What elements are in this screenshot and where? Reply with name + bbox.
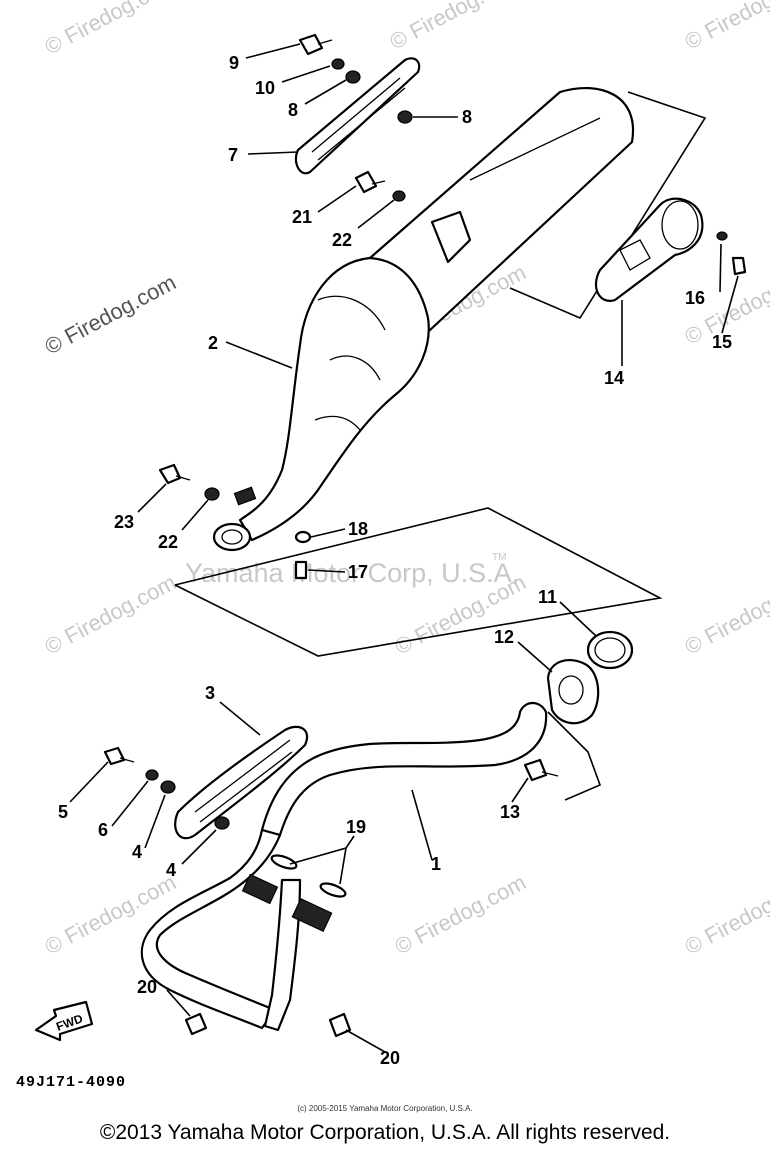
callout-20: 20 <box>137 977 157 997</box>
washer-18 <box>294 530 312 544</box>
bolt-13 <box>523 758 548 782</box>
box-clamp <box>547 711 602 801</box>
copyright-small: (c) 2005-2015 Yamaha Motor Corporation, … <box>297 1104 473 1113</box>
callout-17: 17 <box>348 562 368 582</box>
box-silencer-cap <box>509 91 707 320</box>
watermark: © Firedog.com <box>41 269 180 359</box>
callout-21: 21 <box>292 207 312 227</box>
forward-arrow-icon: FWD <box>34 1000 94 1042</box>
nut-8 <box>345 70 361 84</box>
watermark: © Firedog.com <box>681 869 770 959</box>
callout-14: 14 <box>604 368 624 388</box>
bolt-15 <box>731 256 747 276</box>
bolt-21 <box>354 170 378 194</box>
leader-lines <box>69 43 739 1053</box>
callout-15: 15 <box>712 332 732 352</box>
callout-8: 8 <box>288 100 298 120</box>
callouts: 9 10 8 8 7 21 22 2 16 15 14 23 22 18 17 … <box>58 53 732 1068</box>
callout-23: 23 <box>114 512 134 532</box>
bolt-9 <box>298 33 324 56</box>
joint-12 <box>546 659 600 725</box>
callout-1: 1 <box>431 854 441 874</box>
diagram-code: 49J171-4090 <box>16 1074 127 1091</box>
flange-right <box>291 897 333 933</box>
clamp-ring-19b <box>319 882 347 898</box>
callout-13: 13 <box>500 802 520 822</box>
washer-16 <box>716 231 728 241</box>
copyright-main: ©2013 Yamaha Motor Corporation, U.S.A. A… <box>99 1121 671 1144</box>
callout-19: 19 <box>346 817 366 837</box>
callout-22: 22 <box>332 230 352 250</box>
callout-4: 4 <box>166 860 176 880</box>
callout-8: 8 <box>462 107 472 127</box>
flange-left <box>241 873 279 905</box>
watermark: © Firedog.com <box>41 569 180 659</box>
nut-4b <box>214 816 230 830</box>
washer-10 <box>331 58 345 70</box>
brand-watermark: Yamaha Motor Corp, U.S.A. <box>185 558 519 588</box>
joint-parts <box>523 630 634 782</box>
callout-4: 4 <box>132 842 142 862</box>
callout-6: 6 <box>98 820 108 840</box>
watermarks: © Firedog.com © Firedog.com © Firedog.co… <box>41 0 770 959</box>
pipe-protector-part-3 <box>103 725 309 840</box>
washer-6 <box>145 769 159 781</box>
nut-8b <box>397 110 413 124</box>
callout-5: 5 <box>58 802 68 822</box>
watermark: © Firedog.com <box>41 869 180 959</box>
group-boxes <box>174 91 707 801</box>
watermark: © Firedog.com <box>391 869 530 959</box>
bolt-23 <box>158 463 182 485</box>
clamp-ring-19a <box>270 854 298 870</box>
callout-11: 11 <box>538 587 557 607</box>
watermark: © Firedog.com <box>681 0 770 54</box>
watermark: © Firedog.com <box>681 569 770 659</box>
watermark: © Firedog.com <box>386 0 525 54</box>
muffler-part-2 <box>212 87 635 552</box>
callout-18: 18 <box>348 519 368 539</box>
callout-3: 3 <box>205 683 215 703</box>
callout-20: 20 <box>380 1048 400 1068</box>
bolt-17 <box>294 560 308 580</box>
nut-4a <box>160 780 176 794</box>
callout-9: 9 <box>229 53 239 73</box>
bolt-20b <box>328 1012 352 1038</box>
callout-16: 16 <box>685 288 705 308</box>
callout-22: 22 <box>158 532 178 552</box>
heat-protector-part-7 <box>294 57 421 175</box>
exhaust-pipe-part-1 <box>140 701 548 1038</box>
callout-7: 7 <box>228 145 238 165</box>
washer-22b <box>204 487 220 501</box>
end-cap-part-14 <box>594 197 747 302</box>
top-fasteners <box>158 33 413 580</box>
callout-10: 10 <box>255 78 275 98</box>
box-joint-parts <box>174 507 663 657</box>
bolt-20a <box>184 1012 208 1036</box>
watermark: © Firedog.com <box>41 0 180 59</box>
bolt-5 <box>103 746 126 766</box>
callout-2: 2 <box>208 333 218 353</box>
callout-12: 12 <box>494 627 514 647</box>
washer-22 <box>392 190 406 202</box>
trademark-mark: TM <box>492 552 506 563</box>
